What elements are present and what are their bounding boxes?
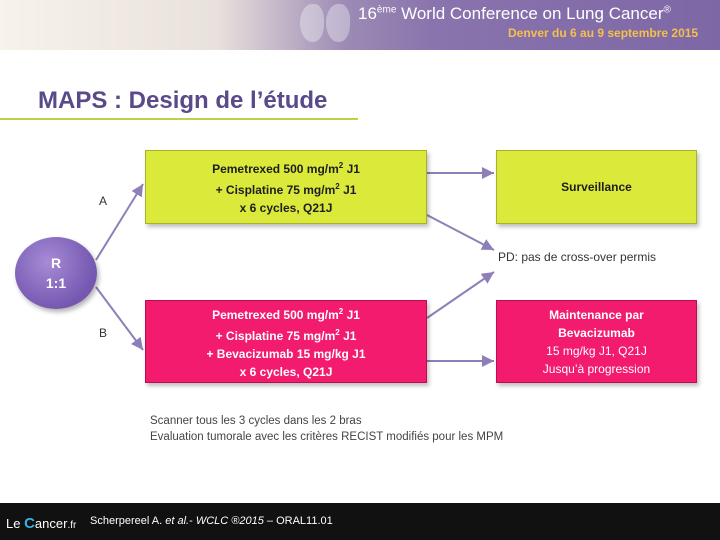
arm-a-line3: x 6 cycles, Q21J (239, 201, 333, 215)
arm-b-treatment-box: Pemetrexed 500 mg/m2 J1 + Cisplatine 75 … (145, 300, 427, 383)
lung-right-icon (326, 4, 350, 42)
arrow-a-to-pd (426, 214, 495, 251)
arm-a-line1: Pemetrexed 500 mg/m2 J1 (212, 161, 360, 176)
arrow-b-to-pd (426, 271, 495, 319)
lecancer-logo: Le Cancer.fr (6, 515, 77, 532)
arrow-r-to-arm-b (95, 286, 144, 351)
conference-banner: 16ème World Conference on Lung Cancer® D… (0, 0, 720, 50)
title-underline (0, 118, 358, 120)
footer-bar: Le Cancer.fr Scherpereel A. et al.- WCLC… (0, 503, 720, 540)
randomization-node: R 1:1 (15, 237, 97, 309)
surveillance-box: Surveillance (496, 150, 697, 224)
maintenance-line1: Maintenance par (549, 307, 644, 322)
randomization-label: R (50, 255, 62, 271)
conference-subtitle: Denver du 6 au 9 septembre 2015 (508, 26, 699, 40)
note-evaluation: Evaluation tumorale avec les critères RE… (150, 431, 504, 443)
arrow-r-to-arm-a (95, 183, 144, 261)
arm-a-line2: + Cisplatine 75 mg/m2 J1 (215, 182, 357, 197)
maintenance-line4: Jusqu’à progression (542, 361, 651, 376)
arm-b-line3: + Bevacizumab 15 mg/kg J1 (206, 346, 366, 361)
pd-no-crossover-note: PD: pas de cross-over permis (498, 250, 657, 264)
page-title: MAPS : Design de l’étude (38, 87, 328, 114)
arm-a-treatment-box: Pemetrexed 500 mg/m2 J1 + Cisplatine 75 … (145, 150, 427, 224)
lung-left-icon (300, 4, 324, 42)
arm-b-label: B (99, 326, 108, 340)
maintenance-line2: Bevacizumab (558, 325, 635, 340)
maintenance-line3: 15 mg/kg J1, Q21J (546, 343, 647, 358)
randomization-ratio: 1:1 (45, 275, 67, 291)
surveillance-label: Surveillance (561, 180, 632, 194)
arm-b-line1: Pemetrexed 500 mg/m2 J1 (212, 306, 360, 322)
maintenance-box: Maintenance par Bevacizumab 15 mg/kg J1,… (496, 300, 697, 383)
conference-title: 16ème World Conference on Lung Cancer® (358, 4, 671, 23)
arm-b-line4: x 6 cycles, Q21J (239, 364, 333, 379)
note-scanner: Scanner tous les 3 cycles dans les 2 bra… (150, 415, 362, 427)
arm-b-line2: + Cisplatine 75 mg/m2 J1 (215, 327, 357, 343)
arm-a-label: A (99, 194, 108, 208)
citation: Scherpereel A. et al.- WCLC ®2015 – ORAL… (90, 515, 333, 527)
